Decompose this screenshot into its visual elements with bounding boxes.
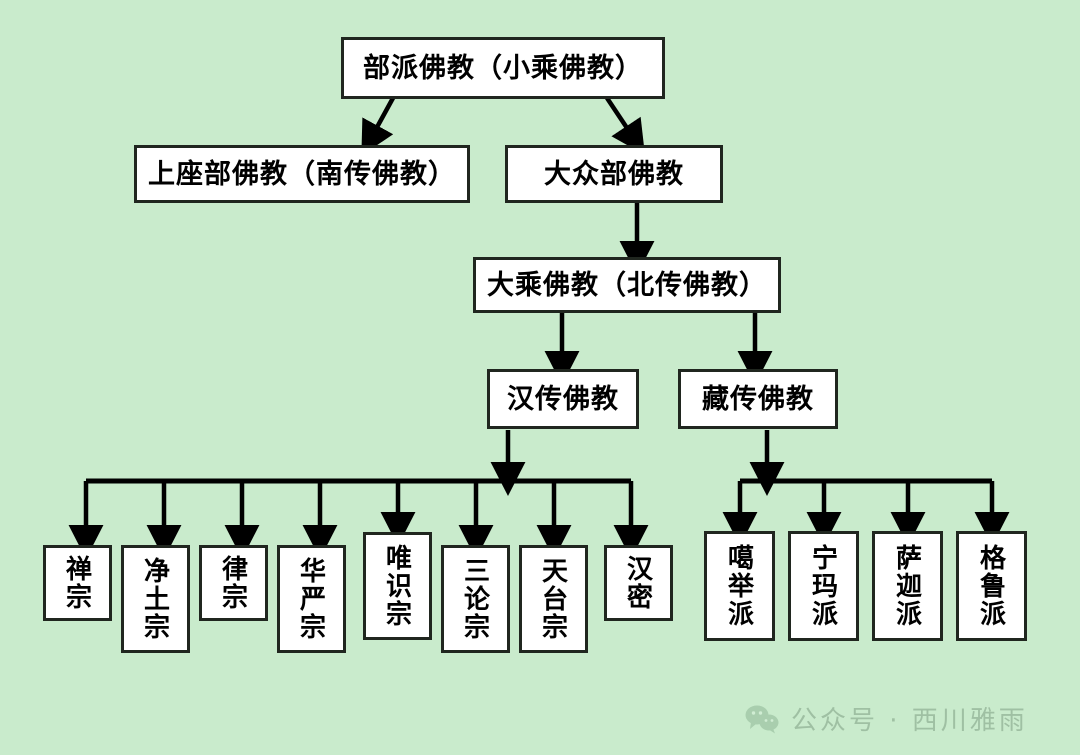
node-root-label: 部派佛教（小乘佛教）: [363, 52, 643, 83]
node-kagyu[interactable]: 噶举派: [704, 531, 775, 641]
watermark: 公众号 · 西川雅雨: [745, 700, 1028, 737]
node-gelug-label: 格鲁派: [976, 544, 1007, 628]
node-chinese-buddhism[interactable]: 汉传佛教: [487, 369, 639, 429]
node-tiantai-label: 天台宗: [538, 557, 569, 641]
node-sanlun[interactable]: 三论宗: [441, 545, 510, 653]
node-huayan-label: 华严宗: [296, 557, 327, 641]
node-kagyu-label: 噶举派: [724, 544, 755, 628]
node-tibetan-buddhism[interactable]: 藏传佛教: [678, 369, 838, 429]
node-lu[interactable]: 律宗: [199, 545, 268, 621]
node-hanmi[interactable]: 汉密: [604, 545, 673, 621]
node-hanmi-label: 汉密: [623, 555, 654, 611]
node-nyingma[interactable]: 宁玛派: [788, 531, 859, 641]
node-mahayana-label: 大乘佛教（北传佛教）: [487, 269, 767, 300]
node-sakya[interactable]: 萨迦派: [872, 531, 943, 641]
node-theravada[interactable]: 上座部佛教（南传佛教）: [134, 145, 470, 203]
watermark-text: 公众号 · 西川雅雨: [791, 706, 1028, 736]
edge-root-to-mahasamghika: [605, 96, 645, 155]
node-nyingma-label: 宁玛派: [808, 544, 839, 628]
node-root[interactable]: 部派佛教（小乘佛教）: [341, 37, 665, 99]
node-sakya-label: 萨迦派: [892, 544, 923, 628]
node-jingtu-label: 净土宗: [140, 557, 171, 641]
node-theravada-label: 上座部佛教（南传佛教）: [148, 158, 456, 189]
wechat-icon: [745, 705, 779, 733]
node-mahayana[interactable]: 大乘佛教（北传佛教）: [473, 257, 781, 313]
node-lu-label: 律宗: [218, 555, 249, 611]
node-weishi[interactable]: 唯识宗: [363, 532, 432, 640]
node-huayan[interactable]: 华严宗: [277, 545, 346, 653]
node-sanlun-label: 三论宗: [460, 557, 491, 641]
node-jingtu[interactable]: 净土宗: [121, 545, 190, 653]
node-tibetan-buddhism-label: 藏传佛教: [702, 383, 814, 414]
node-chan[interactable]: 禅宗: [43, 545, 112, 621]
edge-root-to-theravada: [361, 96, 395, 156]
node-chan-label: 禅宗: [62, 555, 93, 611]
node-gelug[interactable]: 格鲁派: [956, 531, 1027, 641]
node-tiantai[interactable]: 天台宗: [519, 545, 588, 653]
node-mahasamghika-label: 大众部佛教: [544, 158, 684, 189]
node-weishi-label: 唯识宗: [382, 544, 413, 628]
node-chinese-buddhism-label: 汉传佛教: [507, 383, 619, 414]
node-mahasamghika[interactable]: 大众部佛教: [505, 145, 723, 203]
